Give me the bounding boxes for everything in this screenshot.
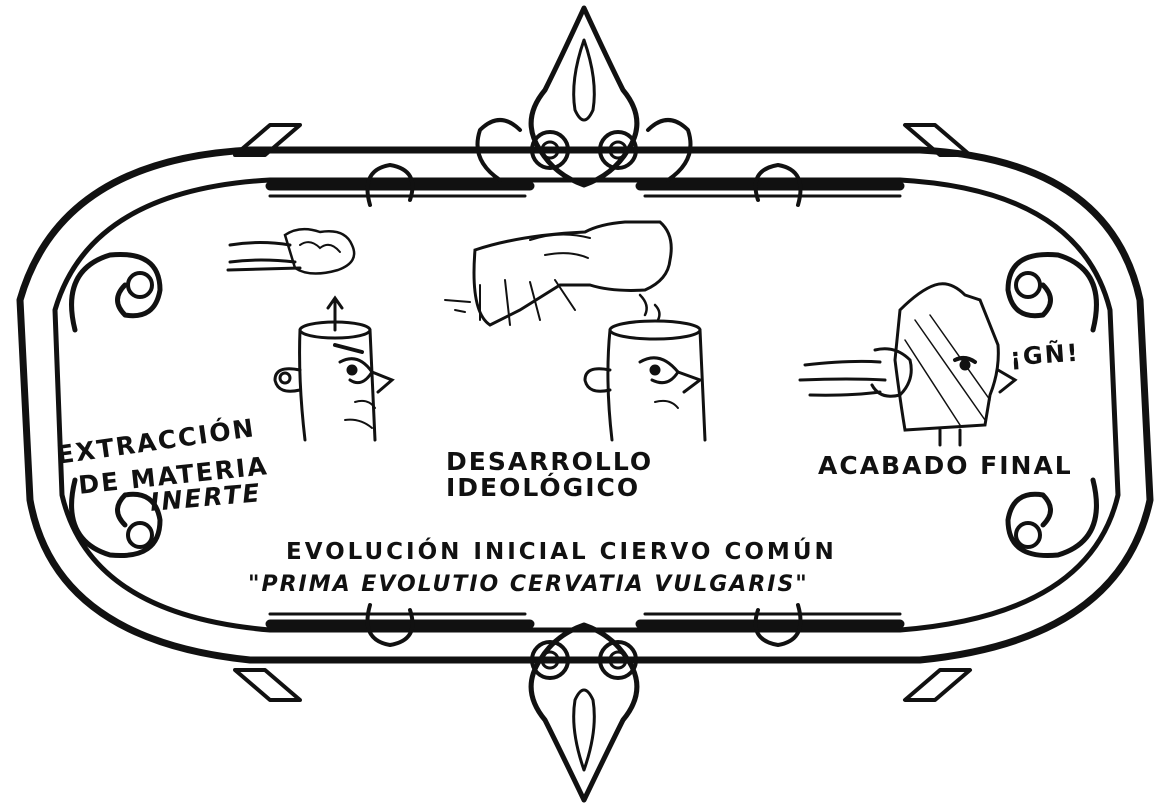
tab-bottom-right [903, 668, 972, 702]
panel-extraction-drawing [226, 227, 395, 442]
frame-outer-border [16, 146, 1154, 664]
tab-top-left [233, 123, 302, 157]
top-crest [528, 5, 640, 188]
scroll-bottom-left [69, 477, 415, 647]
label-finishing: ACABADO FINAL [818, 451, 1073, 480]
frame-inner-border [52, 177, 1121, 633]
scroll-bottom-right [753, 477, 1099, 647]
bottom-crest [528, 622, 640, 803]
caption-subtitle: "PRIMA EVOLUTIO CERVATIA VULGARIS" [248, 572, 809, 597]
panel-development-drawing [444, 220, 707, 442]
panel-finishing-drawing [798, 282, 1018, 447]
tab-top-right [903, 123, 972, 157]
exclamation-gn: ¡GÑ! [1009, 338, 1081, 372]
label-development-line1: DESARROLLO [446, 447, 654, 476]
tab-bottom-left [233, 668, 302, 702]
scroll-top-right [753, 163, 1099, 333]
caption-title: EVOLUCIÓN INICIAL CIERVO COMÚN [286, 539, 837, 565]
scroll-top-left [69, 163, 415, 333]
label-development-line2: IDEOLÓGICO [446, 473, 641, 502]
